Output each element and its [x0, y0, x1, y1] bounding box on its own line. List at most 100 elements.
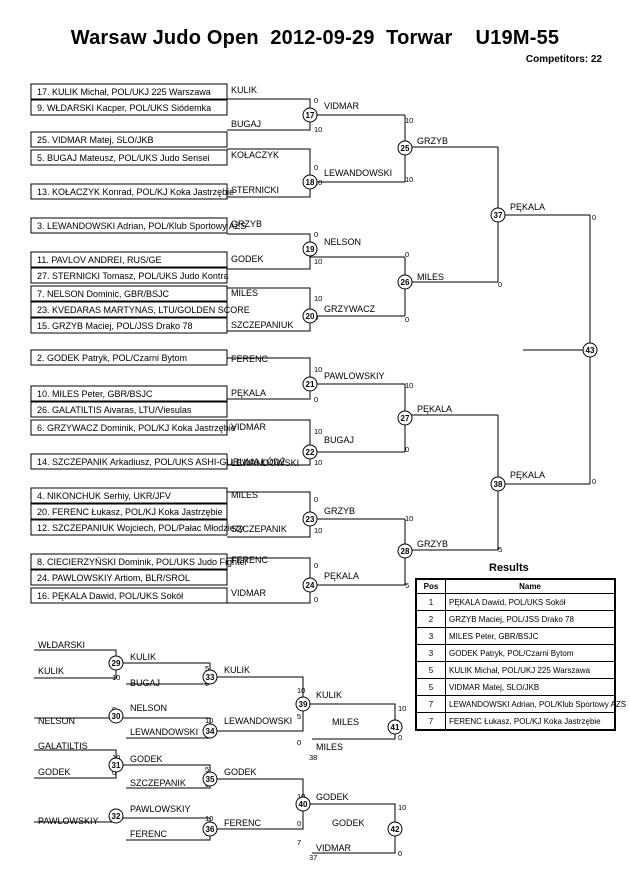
bracket-name: PĘKALA — [510, 470, 545, 480]
competitor-entry: 15. GRZYB Maciej, POL/JSS Drako 78 — [37, 321, 193, 331]
bracket-name: GODEK — [231, 254, 264, 264]
match-circle — [397, 140, 413, 156]
competitor-entry: 13. KOŁACZYK Konrad, POL/KJ Koka Jastrzę… — [37, 187, 234, 197]
match-number: 29 — [112, 659, 121, 668]
result-name: VIDMAR Matej, SLO/JKB — [445, 678, 616, 696]
match-number: 40 — [299, 800, 308, 809]
match-circle — [397, 410, 413, 426]
match-number: 19 — [306, 245, 315, 254]
repechage-name: GODEK — [332, 818, 365, 828]
bracket-score: 10 — [314, 526, 322, 535]
repechage-name: FERENC — [130, 829, 168, 839]
competitor-entry: 27. STERNICKI Tomasz, POL/UKS Judo Kontr… — [37, 271, 228, 281]
result-name: GODEK Patryk, POL/Czarni Bytom — [445, 644, 616, 662]
match-number: 36 — [206, 825, 215, 834]
bracket-name: GRZYWACZ — [324, 304, 376, 314]
repechage-name: LEWANDOWSKI — [130, 727, 198, 737]
page-title: Warsaw Judo Open 2012-09-29 Torwar U19M-… — [70, 27, 560, 49]
bracket-score: 10 — [405, 381, 413, 390]
competitor-entry: 3. LEWANDOWSKI Adrian, POL/Klub Sportowy… — [37, 221, 246, 231]
bracket-score: 0 — [405, 250, 409, 259]
bracket-name: GRZYB — [417, 539, 448, 549]
result-name: MILES Peter, GBR/BSJC — [445, 627, 616, 645]
repechage-name: GALATILTIS — [38, 741, 88, 751]
repechage-score: 5 — [297, 712, 301, 721]
bracket-score: 10 — [314, 427, 322, 436]
repechage-name: KULIK — [130, 652, 156, 662]
bracket-name: SZCZEPANIUK — [231, 320, 293, 330]
repechage-name: SZCZEPANIK — [130, 778, 186, 788]
repechage-name: LEWANDOWSKI — [224, 716, 292, 726]
bracket-name: NELSON — [324, 237, 361, 247]
bracket-name: SZCZEPANIK — [231, 524, 287, 534]
competitor-box — [30, 503, 228, 520]
repechage-name: GODEK — [316, 792, 349, 802]
match-circle — [302, 241, 318, 257]
bracket-name: GRZYB — [324, 506, 355, 516]
repechage-score: 10 — [297, 792, 305, 801]
match-circle — [397, 543, 413, 559]
competitor-box — [30, 267, 228, 284]
repechage-name: NELSON — [38, 716, 75, 726]
match-number: 34 — [206, 727, 215, 736]
competitor-box — [30, 285, 228, 302]
competitors-count: Competitors: 22 — [525, 54, 602, 65]
match-number: 32 — [112, 812, 121, 821]
bracket-score: 0 — [314, 163, 318, 172]
competitor-entry: 25. VIDMAR Matej, SLO/JKB — [37, 135, 154, 145]
repechage-name: KULIK — [316, 690, 342, 700]
result-pos: 5 — [415, 661, 446, 679]
match-circle — [108, 808, 124, 824]
match-circle — [302, 174, 318, 190]
bracket-name: MILES — [231, 288, 258, 298]
repechage-score: 0 — [398, 733, 402, 742]
match-number: 24 — [306, 581, 315, 590]
match-circle — [302, 308, 318, 324]
repechage-score: 5 — [205, 765, 209, 774]
match-circle — [397, 274, 413, 290]
competitor-entry: 12. SZCZEPANIUK Wojciech, POL/Pałac Młod… — [37, 523, 244, 533]
bracket-score: 10 — [405, 175, 413, 184]
competitor-box — [30, 419, 228, 436]
bracket-score: 10 — [314, 458, 322, 467]
bracket-score: 0 — [498, 280, 502, 289]
match-number: 27 — [401, 414, 410, 423]
bracket-name: PAWLOWSKIY — [324, 371, 385, 381]
bracket-score: 0 — [314, 230, 318, 239]
competitor-box — [30, 217, 228, 234]
bracket-name: BUGAJ — [231, 119, 261, 129]
bracket-name: STERNICKI — [231, 185, 279, 195]
match-circle — [295, 696, 311, 712]
bracket-name: MILES — [417, 272, 444, 282]
match-circle — [108, 655, 124, 671]
bracket-score: 0 — [405, 315, 409, 324]
result-name: FERENC Łukasz, POL/KJ Koka Jastrzębie — [445, 712, 616, 731]
match-number: 43 — [586, 346, 595, 355]
match-number: 30 — [112, 712, 121, 721]
repechage-score: 0 — [398, 849, 402, 858]
bracket-score: 0 — [592, 213, 596, 222]
bracket-score: 10 — [314, 294, 322, 303]
result-name: GRZYB Maciej, POL/JSS Drako 78 — [445, 610, 616, 628]
match-number: 31 — [112, 761, 121, 770]
repechage-score: 0 — [112, 768, 116, 777]
match-number: 41 — [391, 723, 400, 732]
competitor-box — [30, 149, 228, 166]
match-circle — [295, 796, 311, 812]
match-number: 25 — [401, 144, 410, 153]
results-header-pos: Pos — [415, 578, 446, 594]
competitor-box — [30, 519, 228, 536]
competitor-entry: 16. PĘKALA Dawid, POL/UKS Sokół — [37, 591, 183, 601]
bracket-score: 0 — [314, 96, 318, 105]
bracket-name: BUGAJ — [324, 435, 354, 445]
competitor-entry: 6. GRZYWACZ Dominik, POL/KJ Koka Jastrzę… — [37, 423, 236, 433]
results-header-row: Pos Name — [415, 578, 616, 594]
bracket-name: LEWANDOWSKI — [324, 168, 392, 178]
competitor-entry: 14. SZCZEPANIK Arkadiusz, POL/UKS ASHI-G… — [37, 457, 286, 467]
